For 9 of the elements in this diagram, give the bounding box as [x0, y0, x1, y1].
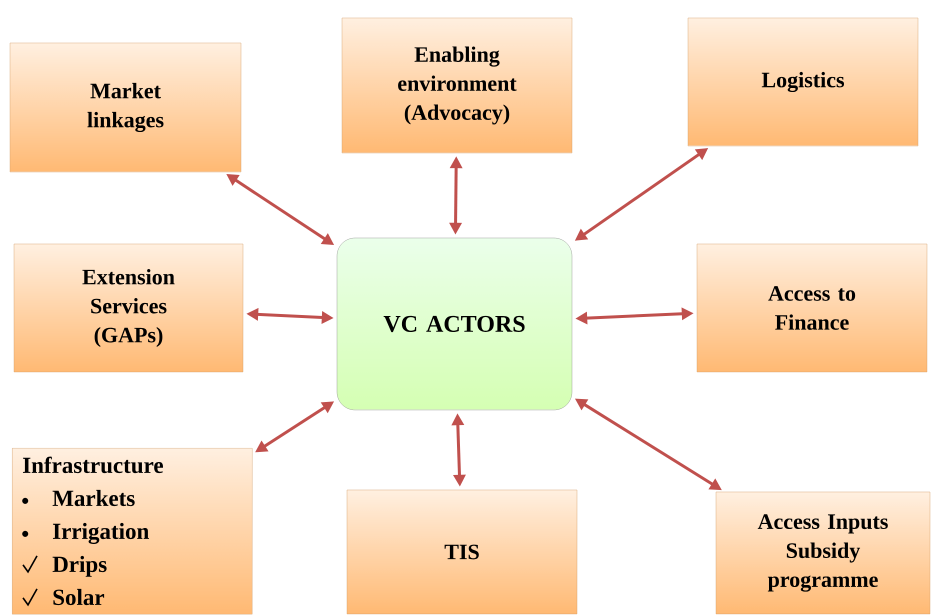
- process-box: Access to Finance: [696, 244, 928, 372]
- process-box: TIS: [346, 490, 578, 614]
- process-box: Access Inputs Subsidy programme: [716, 492, 930, 614]
- rounded-box: VC ACTORS: [336, 238, 572, 410]
- process-box: Market linkages: [10, 42, 242, 172]
- process-box: Infrastructure Markets Irrigation Drips Solar: [12, 448, 252, 614]
- process-box: Logistics: [688, 18, 918, 146]
- process-box: Extension Services (GAPs): [14, 244, 244, 372]
- process-box: Enabling environment (Advocacy): [342, 18, 572, 154]
